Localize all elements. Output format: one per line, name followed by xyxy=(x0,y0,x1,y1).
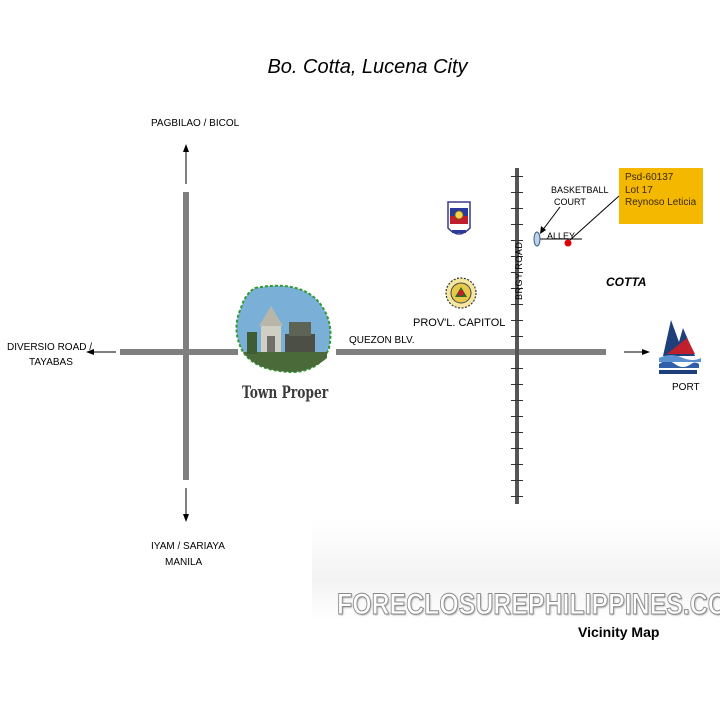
basketball-court-label-2: COURT xyxy=(554,197,586,207)
quezon-boulevard xyxy=(336,349,606,355)
capitol-label: PROV'L. CAPITOL xyxy=(413,317,506,329)
property-owner: Reynoso Leticia xyxy=(625,197,697,208)
main-road-horizontal xyxy=(120,349,238,355)
capitol-seal-icon xyxy=(445,277,477,309)
main-road-vertical xyxy=(183,192,189,480)
south-direction-label-1: IYAM / SARIAYA xyxy=(151,541,225,552)
north-direction-label: PAGBILAO / BICOL xyxy=(151,118,240,129)
property-survey-number: Psd-60137 xyxy=(625,172,674,183)
basketball-court-icon xyxy=(533,231,541,247)
west-direction-label-2: TAYABAS xyxy=(29,357,73,368)
cotta-area-label: COTTA xyxy=(606,275,647,289)
arrow-up-icon xyxy=(183,144,189,184)
seal-icon xyxy=(447,201,471,235)
arrow-left-icon xyxy=(86,349,116,355)
basketball-court-label-1: BASKETBALL xyxy=(551,185,609,195)
south-direction-label-2: MANILA xyxy=(165,557,203,568)
port-icon xyxy=(657,318,701,376)
property-marker xyxy=(564,239,572,247)
west-direction-label-1: DIVERSIO ROAD / xyxy=(7,342,93,353)
watermark-background xyxy=(312,520,720,620)
property-lot-number: Lot 17 xyxy=(625,184,653,196)
court-pointer xyxy=(541,206,561,232)
town-proper-label: Town Proper xyxy=(242,383,329,403)
map-caption: Vicinity Map xyxy=(578,624,660,640)
arrow-down-icon xyxy=(183,488,189,522)
port-label: PORT xyxy=(672,382,700,393)
property-pointer xyxy=(569,195,620,241)
alley-label: ALLEY xyxy=(547,231,576,241)
brgy-road-label: BRGY ROAD xyxy=(514,241,524,300)
map-title: Bo. Cotta, Lucena City xyxy=(267,56,468,78)
town-proper-image xyxy=(235,284,332,374)
watermark-text: FORECLOSUREPHILIPPINES.COM xyxy=(337,588,720,622)
quezon-boulevard-label: QUEZON BLV. xyxy=(349,335,415,346)
property-callout: Psd-60137 Lot 17 Reynoso Leticia xyxy=(619,168,703,224)
arrow-right-icon xyxy=(624,349,650,355)
